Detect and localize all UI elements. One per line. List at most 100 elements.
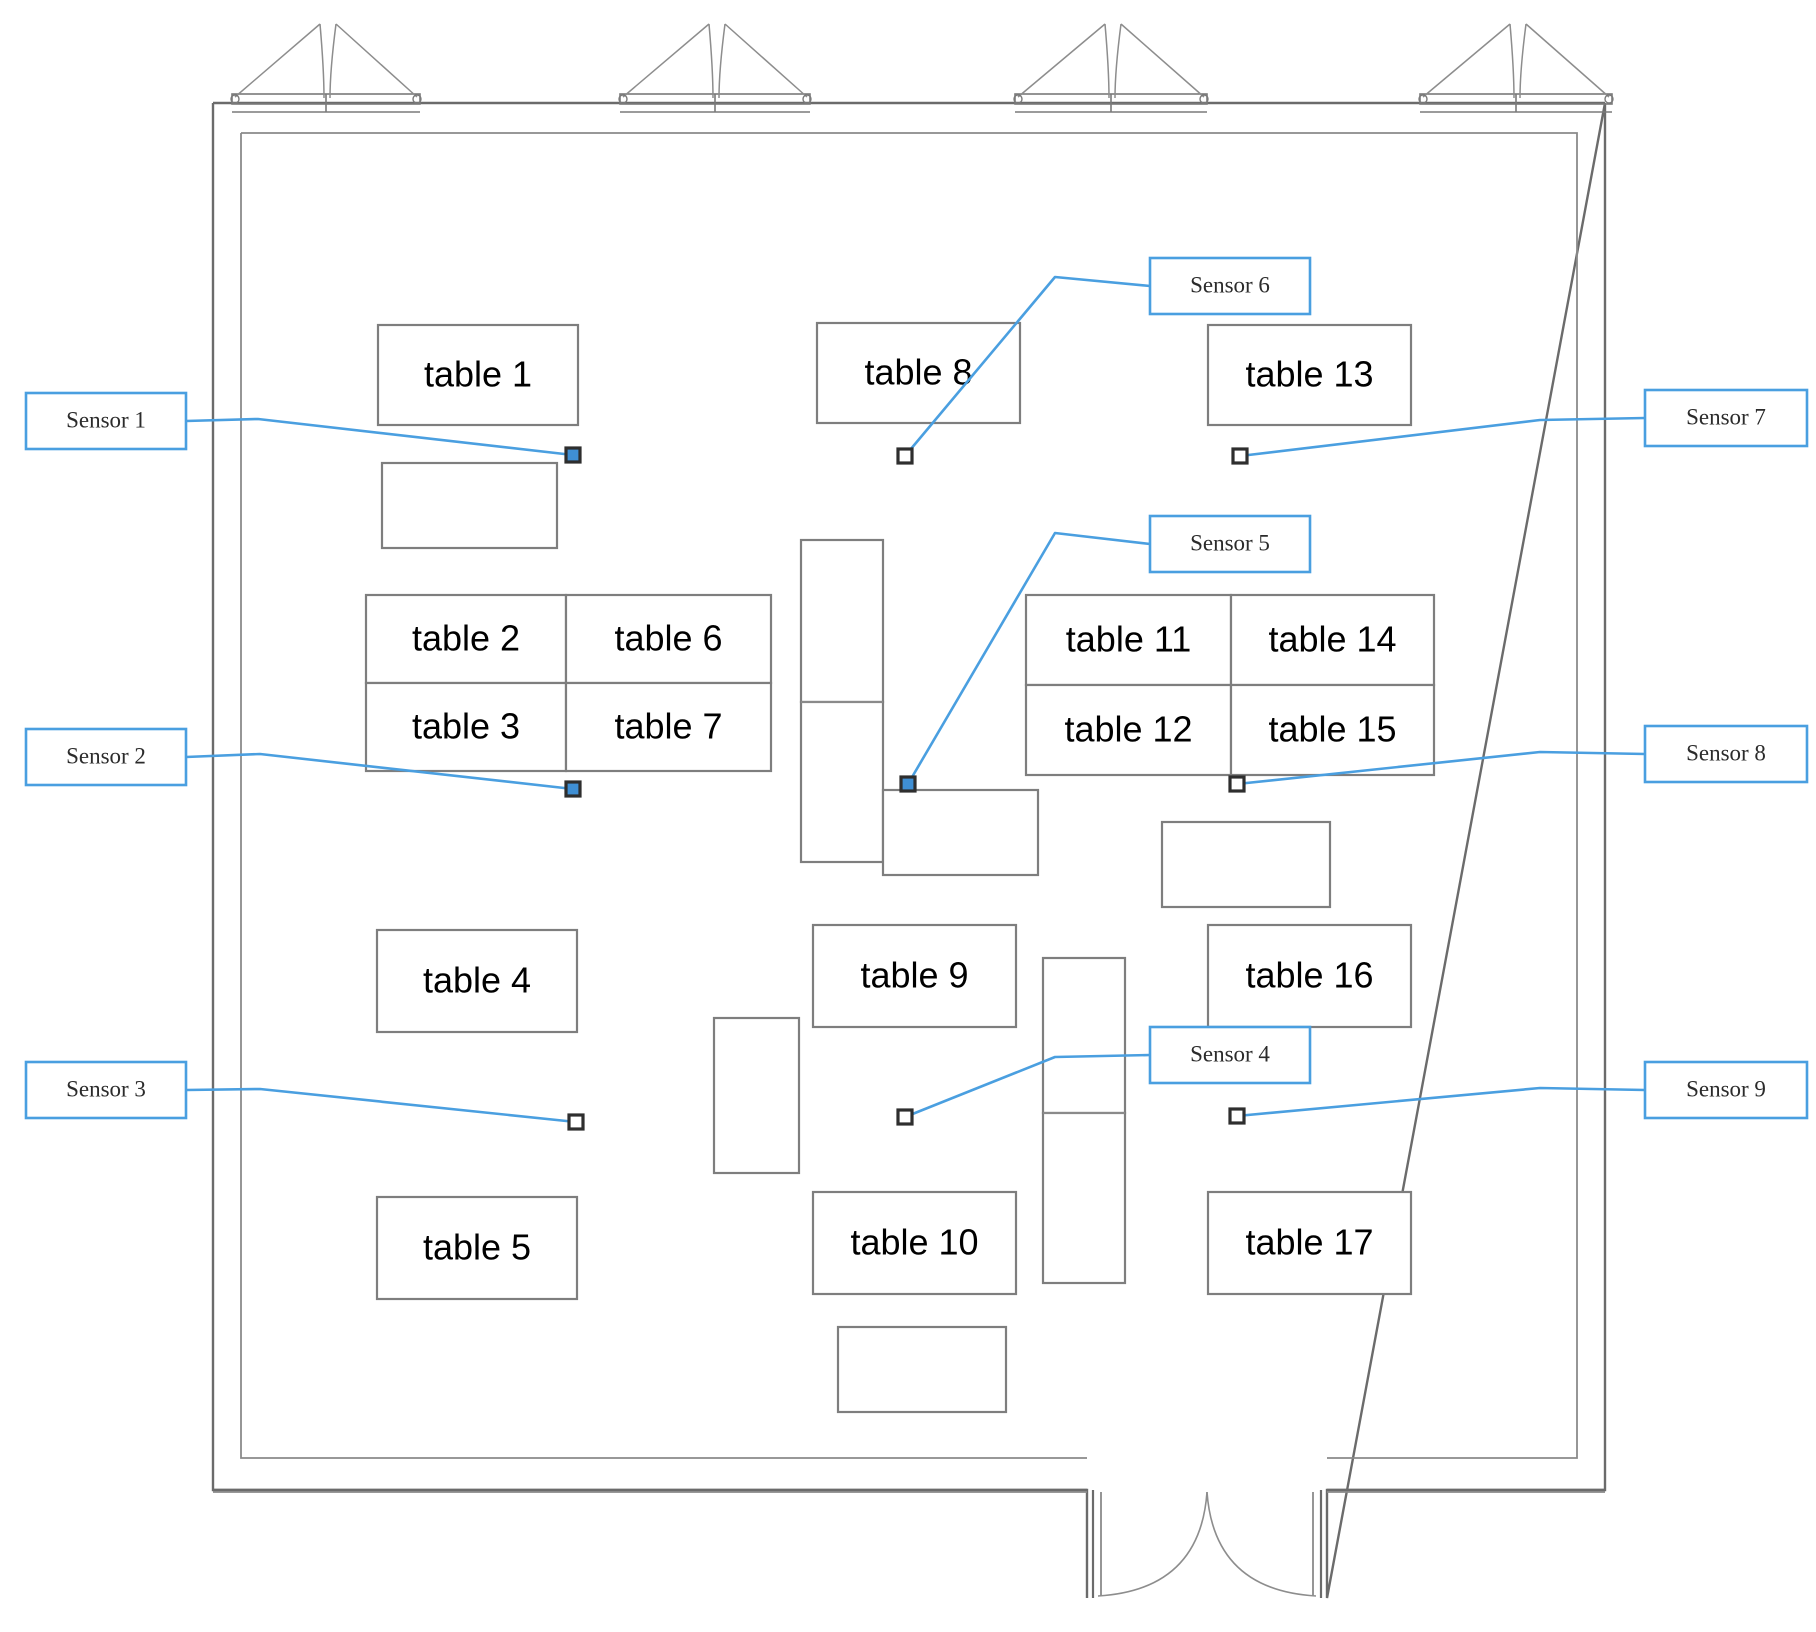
table-unit[interactable]: table 13 — [1206, 323, 1413, 427]
leader-sensor-3 — [184, 1087, 578, 1124]
sensor-1-marker-icon[interactable] — [564, 446, 582, 464]
table-17-shape[interactable] — [1206, 1190, 1413, 1296]
table-4-shape[interactable] — [375, 928, 579, 1034]
table-unit[interactable]: table 16 — [1206, 923, 1413, 1029]
table-9-shape[interactable] — [811, 923, 1018, 1029]
table-11-shape[interactable] — [1024, 593, 1233, 687]
table-5-shape[interactable] — [375, 1195, 579, 1301]
table-unit[interactable]: table 11 — [1024, 593, 1233, 687]
sensor-4-callout[interactable]: Sensor 4 — [1148, 1025, 1312, 1085]
tables-group: table 1 table 2 table 3 table 4 table 5 table… — [364, 321, 1436, 1301]
sensor-8-box[interactable] — [1643, 724, 1809, 784]
sensor-6-box[interactable] — [1148, 256, 1312, 316]
sensor-8-marker-icon[interactable] — [1228, 775, 1246, 793]
sensor-4-marker-icon[interactable] — [896, 1108, 914, 1126]
window-hinge-left — [1013, 94, 1023, 104]
sensor-6-label: Sensor 6 — [1190, 272, 1270, 297]
table-5-label: table 5 — [423, 1227, 531, 1268]
table-16-shape[interactable] — [1206, 923, 1413, 1029]
leader-sensor-8 — [1235, 750, 1647, 786]
window-sash-left — [622, 23, 710, 98]
fixture-cabinet-center-lower-top — [1041, 956, 1127, 1115]
sensor-4-box[interactable] — [1148, 1025, 1312, 1085]
table-unit[interactable]: table 6 — [564, 593, 773, 685]
table-13-label: table 13 — [1245, 354, 1373, 395]
sensor-6-callout[interactable]: Sensor 6 — [1148, 256, 1312, 316]
sensor-9-marker-icon[interactable] — [1228, 1107, 1246, 1125]
sensor-3-box[interactable] — [24, 1060, 188, 1120]
sensor-7-box[interactable] — [1643, 388, 1809, 448]
sensor-5-label: Sensor 5 — [1190, 530, 1270, 555]
window-arc-left — [1104, 23, 1110, 99]
window-group — [230, 23, 1614, 113]
window-symbol — [1013, 23, 1209, 113]
window-arc-right — [1519, 23, 1527, 99]
fixture-cabinet-center-upper-top — [799, 538, 885, 704]
sensor-2-box[interactable] — [24, 727, 188, 787]
table-unit[interactable]: table 10 — [811, 1190, 1018, 1296]
table-3-shape[interactable] — [364, 681, 568, 773]
table-9-label: table 9 — [860, 955, 968, 996]
table-unit[interactable]: table 8 — [815, 321, 1022, 425]
table-8-shape[interactable] — [815, 321, 1022, 425]
table-unit[interactable]: table 7 — [564, 681, 773, 773]
table-15-shape[interactable] — [1229, 683, 1436, 777]
sensor-1-box[interactable] — [24, 391, 188, 451]
window-arc-right — [1114, 23, 1122, 99]
sensor-4-label: Sensor 4 — [1190, 1041, 1270, 1066]
sensor-2-label: Sensor 2 — [66, 743, 146, 768]
table-unit[interactable]: table 2 — [364, 593, 568, 685]
sensor-3-callout[interactable]: Sensor 3 — [24, 1060, 188, 1120]
sensor-5-callout[interactable]: Sensor 5 — [1148, 514, 1312, 574]
table-12-shape[interactable] — [1024, 683, 1233, 777]
table-unit[interactable]: table 12 — [1024, 683, 1233, 777]
table-10-label: table 10 — [850, 1222, 978, 1263]
window-sash-right — [724, 23, 808, 98]
table-unit[interactable]: table 3 — [364, 681, 568, 773]
window-sash-left — [1017, 23, 1106, 98]
entry-door — [1091, 1490, 1323, 1598]
table-unit[interactable]: table 4 — [375, 928, 579, 1034]
sensor-1-label: Sensor 1 — [66, 407, 146, 432]
window-hinge-right — [412, 94, 422, 104]
sensor-8-callout[interactable]: Sensor 8 — [1643, 724, 1809, 784]
table-10-shape[interactable] — [811, 1190, 1018, 1296]
leader-sensor-6 — [903, 275, 1152, 458]
table-4-label: table 4 — [423, 960, 531, 1001]
table-unit[interactable]: table 15 — [1229, 683, 1436, 777]
inner-wall-offset — [240, 132, 1578, 1459]
leader-sensor-1 — [184, 417, 575, 457]
table-1-shape[interactable] — [376, 323, 580, 427]
table-unit[interactable]: table 14 — [1229, 593, 1436, 687]
sensor-2-marker-icon[interactable] — [564, 780, 582, 798]
table-2-label: table 2 — [412, 618, 520, 659]
table-13-shape[interactable] — [1206, 323, 1413, 427]
sensor-2-callout[interactable]: Sensor 2 — [24, 727, 188, 787]
window-hinge-left — [618, 94, 628, 104]
sensor-3-marker-icon[interactable] — [567, 1113, 585, 1131]
table-unit[interactable]: table 5 — [375, 1195, 579, 1301]
table-6-label: table 6 — [614, 618, 722, 659]
sensor-labels-group: Sensor 1 Sensor 2 Sensor 3 Sensor 4 Sensor 5… — [24, 256, 1809, 1120]
table-unit[interactable]: table 17 — [1206, 1190, 1413, 1296]
sensor-5-marker-icon[interactable] — [899, 775, 917, 793]
fixture-dividers — [801, 701, 1125, 1114]
sensor-6-marker-icon[interactable] — [896, 447, 914, 465]
table-15-label: table 15 — [1268, 709, 1396, 750]
table-unit[interactable]: table 1 — [376, 323, 580, 427]
table-7-shape[interactable] — [564, 681, 773, 773]
table-unit[interactable]: table 9 — [811, 923, 1018, 1029]
sensor-5-box[interactable] — [1148, 514, 1312, 574]
table-6-shape[interactable] — [564, 593, 773, 685]
sensor-9-box[interactable] — [1643, 1060, 1809, 1120]
sensor-7-marker-icon[interactable] — [1231, 447, 1249, 465]
window-sash-right — [335, 23, 418, 98]
window-hinge-right — [802, 94, 812, 104]
sensor-9-callout[interactable]: Sensor 9 — [1643, 1060, 1809, 1120]
window-sash-right — [1525, 23, 1610, 98]
fixture-counter-left-upper — [380, 461, 559, 550]
table-3-label: table 3 — [412, 706, 520, 747]
sensor-1-callout[interactable]: Sensor 1 — [24, 391, 188, 451]
sensor-7-callout[interactable]: Sensor 7 — [1643, 388, 1809, 448]
